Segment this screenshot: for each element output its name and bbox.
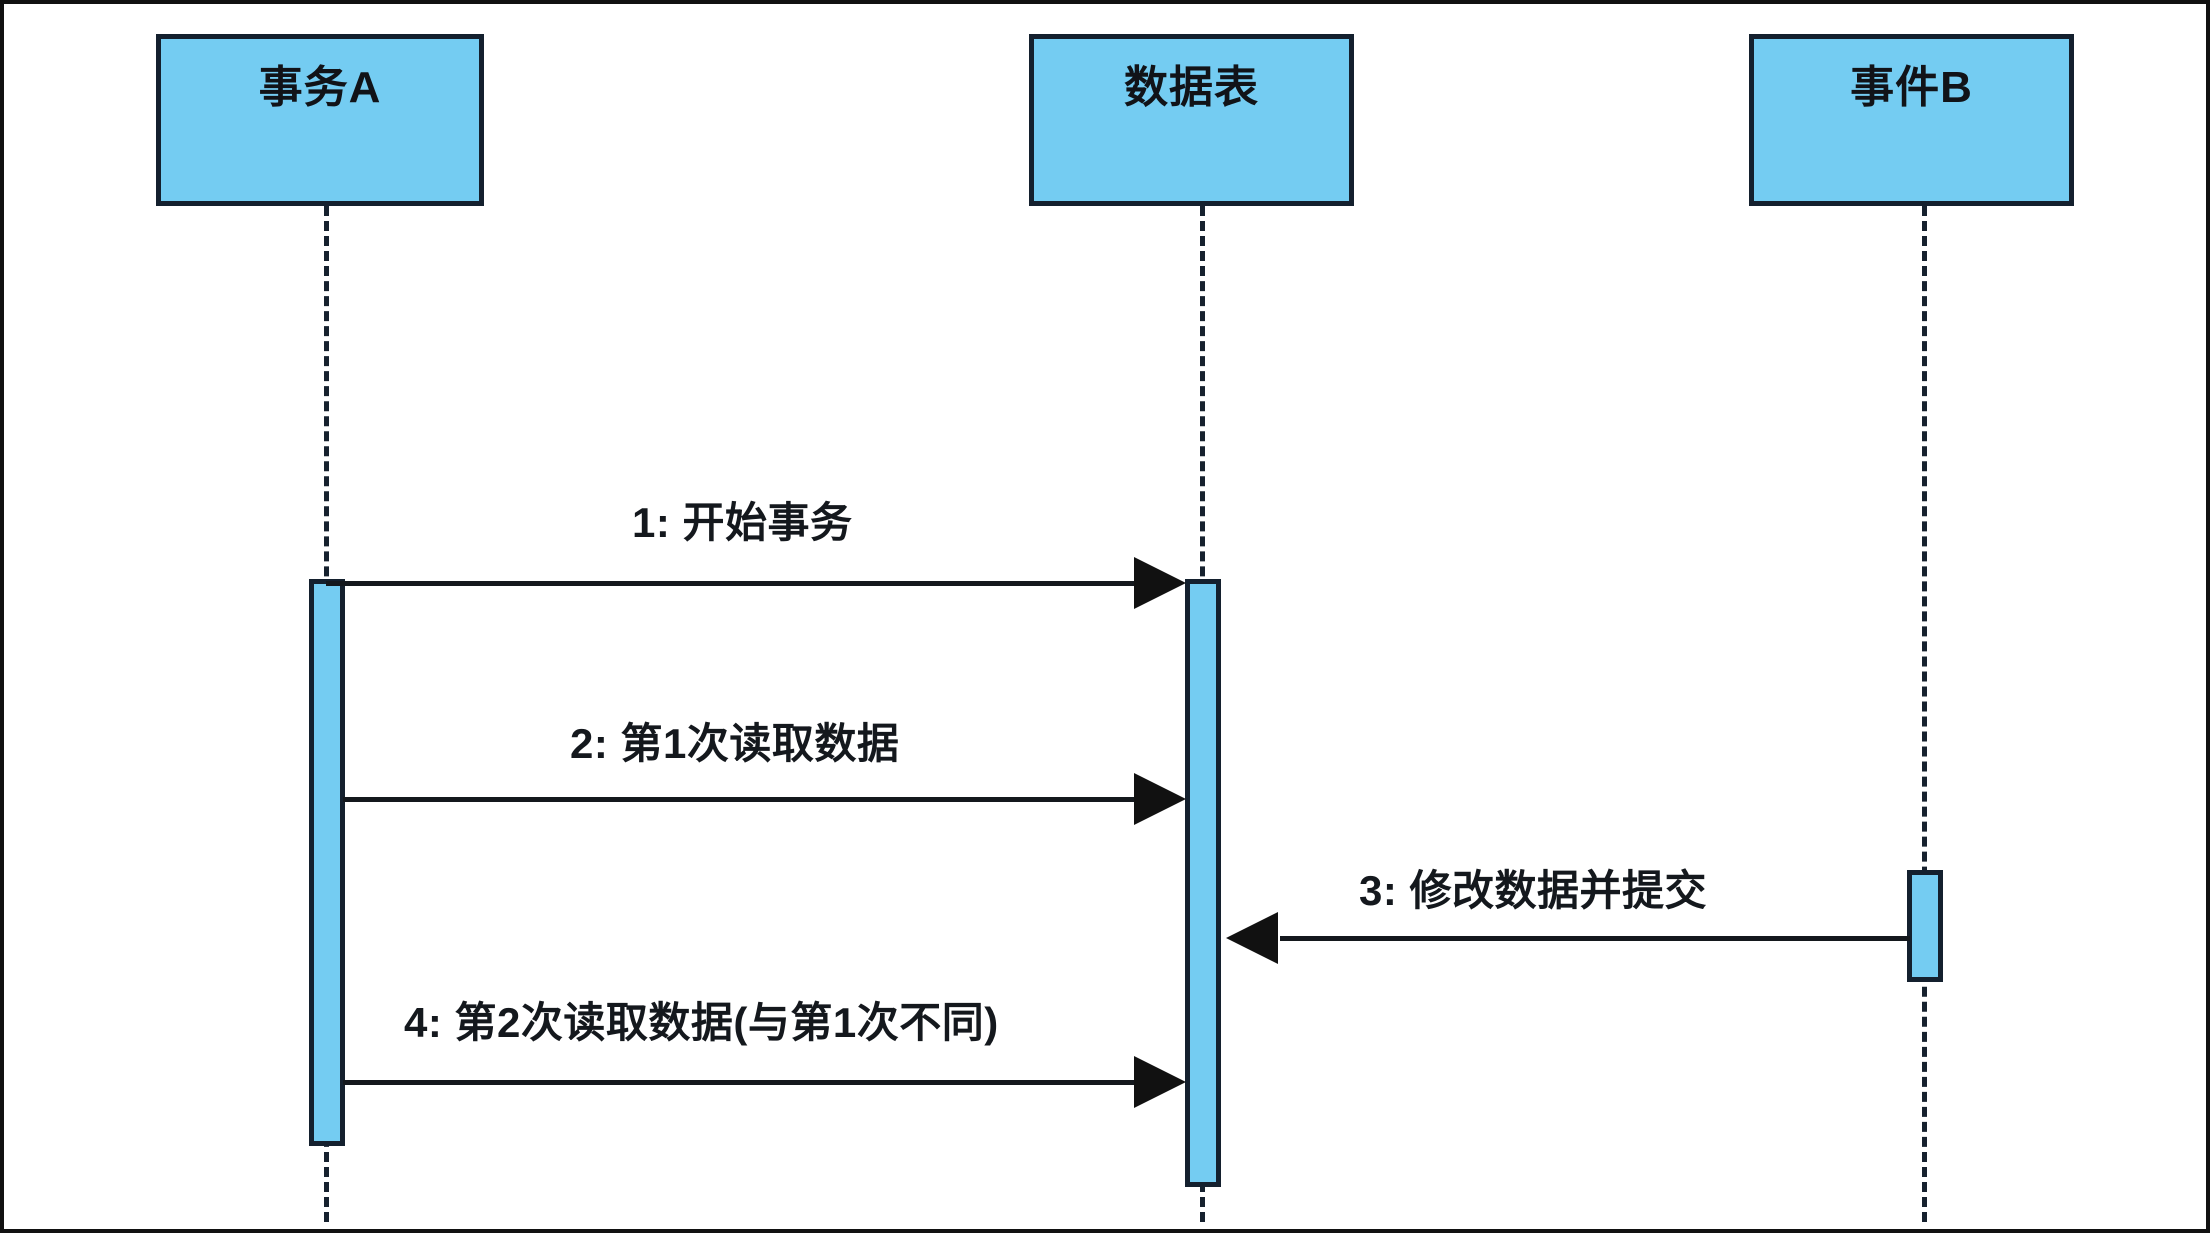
participant-label-data-table: 数据表	[1124, 63, 1259, 112]
message-label-1: 1: 开始事务	[632, 499, 853, 546]
message-line-2	[343, 797, 1138, 802]
activation-bar-event-b	[1907, 870, 1943, 982]
activation-bar-transaction-a	[309, 579, 345, 1146]
message-line-3	[1280, 936, 1910, 941]
message-label-3: 3: 修改数据并提交	[1359, 867, 1708, 914]
participant-box-data-table[interactable]: 数据表	[1029, 34, 1354, 206]
participant-box-event-b[interactable]: 事件B	[1749, 34, 2074, 206]
message-label-4: 4: 第2次读取数据(与第1次不同)	[404, 999, 999, 1046]
message-arrowhead-2	[1134, 773, 1186, 825]
participant-label-transaction-a: 事务A	[258, 63, 382, 112]
participant-label-event-b: 事件B	[1850, 63, 1973, 112]
message-line-1	[326, 581, 1138, 586]
activation-bar-data-table	[1185, 579, 1221, 1187]
message-line-4	[343, 1080, 1138, 1085]
message-arrowhead-4	[1134, 1056, 1186, 1108]
message-arrowhead-3	[1226, 912, 1278, 964]
participant-box-transaction-a[interactable]: 事务A	[156, 34, 484, 206]
message-label-2: 2: 第1次读取数据	[570, 720, 900, 767]
message-arrowhead-1	[1134, 557, 1186, 609]
lifeline-event-b	[1922, 206, 1927, 1222]
